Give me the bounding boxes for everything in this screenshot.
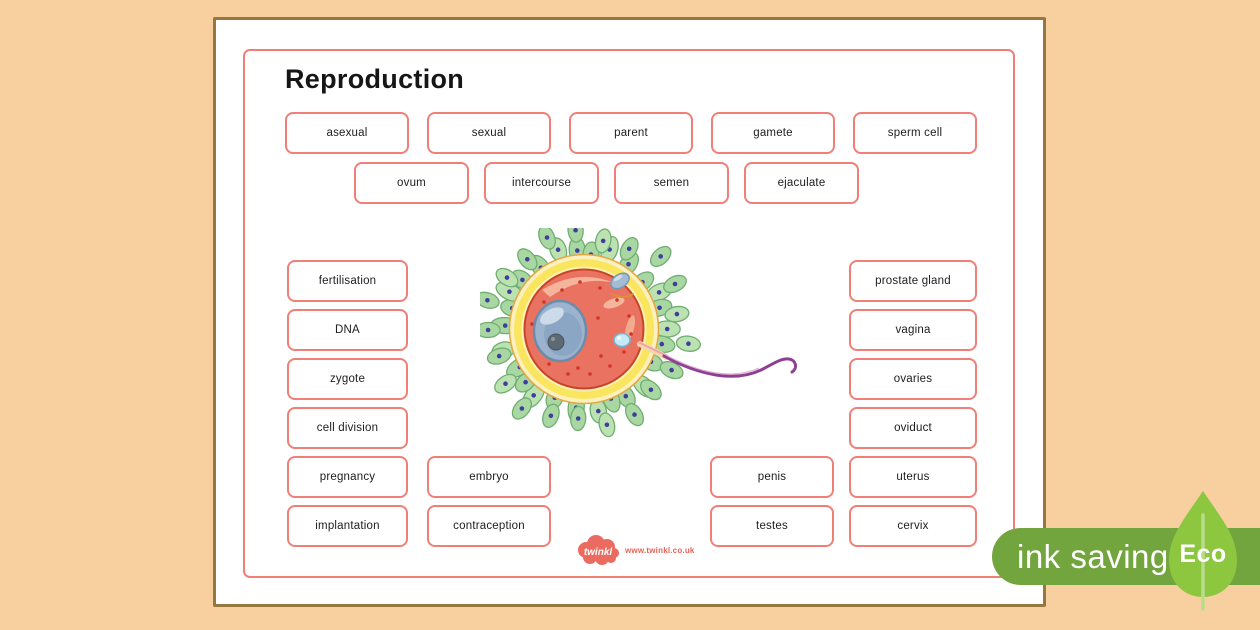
word-card-label: ovum xyxy=(397,177,426,189)
word-card-label: sperm cell xyxy=(887,127,943,139)
red-border-frame xyxy=(243,49,1015,578)
word-card: cell division xyxy=(287,407,408,449)
word-card-label: semen xyxy=(653,177,690,189)
word-card-label: testes xyxy=(756,520,788,532)
word-card-label: sexual xyxy=(471,127,507,139)
word-card: DNA xyxy=(287,309,408,351)
word-card-label: zygote xyxy=(329,373,366,385)
word-card-label: gamete xyxy=(753,127,793,139)
word-card: contraception xyxy=(427,505,551,547)
footer-branding: twinkl www.twinkl.co.uk xyxy=(576,533,695,567)
word-card: intercourse xyxy=(484,162,599,204)
word-card: prostate gland xyxy=(849,260,977,302)
word-card: semen xyxy=(614,162,729,204)
word-card: testes xyxy=(710,505,834,547)
word-card: ovum xyxy=(354,162,469,204)
word-card: penis xyxy=(710,456,834,498)
word-card-label: DNA xyxy=(335,324,360,336)
word-card-label: cervix xyxy=(897,520,929,532)
eco-label: Eco xyxy=(1179,540,1227,568)
word-card: pregnancy xyxy=(287,456,408,498)
word-card: sperm cell xyxy=(853,112,977,154)
word-card-label: implantation xyxy=(315,520,380,532)
word-card-label: intercourse xyxy=(511,177,572,189)
word-card: gamete xyxy=(711,112,835,154)
word-card: fertilisation xyxy=(287,260,408,302)
word-card: oviduct xyxy=(849,407,977,449)
word-card: uterus xyxy=(849,456,977,498)
eco-leaf-icon: Eco xyxy=(1164,489,1242,613)
website-link[interactable]: www.twinkl.co.uk xyxy=(625,545,695,555)
word-card: vagina xyxy=(849,309,977,351)
word-row-second: ovum intercourse semen ejaculate xyxy=(354,162,859,204)
word-card-label: parent xyxy=(614,127,648,139)
worksheet-page: Reproduction asexual sexual parent gamete sp… xyxy=(213,17,1046,607)
word-card-label: vagina xyxy=(895,324,931,336)
egg-cell-illustration xyxy=(475,217,820,443)
word-card: zygote xyxy=(287,358,408,400)
twinkl-logo-text: twinkl xyxy=(584,547,613,558)
word-card: embryo xyxy=(427,456,551,498)
word-card-label: fertilisation xyxy=(318,275,377,287)
word-card-label: contraception xyxy=(453,520,525,532)
word-card-label: ovaries xyxy=(893,373,933,385)
page-title: Reproduction xyxy=(285,64,465,94)
word-card: cervix xyxy=(849,505,977,547)
word-column-bottom-right: penis testes xyxy=(710,456,834,547)
word-card: parent xyxy=(569,112,693,154)
word-card-label: embryo xyxy=(469,471,509,483)
word-card-label: penis xyxy=(757,471,787,483)
word-card: implantation xyxy=(287,505,408,547)
word-card: ejaculate xyxy=(744,162,859,204)
word-card-label: asexual xyxy=(326,127,368,139)
word-card-label: prostate gland xyxy=(875,275,951,287)
ink-saving-label: ink saving xyxy=(1017,537,1169,575)
word-card: sexual xyxy=(427,112,551,154)
word-card: asexual xyxy=(285,112,409,154)
word-card-label: pregnancy xyxy=(319,471,376,483)
word-card-label: cell division xyxy=(316,422,379,434)
word-card-label: uterus xyxy=(896,471,930,483)
word-column-bottom-left: embryo contraception xyxy=(427,456,551,547)
word-card-label: oviduct xyxy=(894,422,932,434)
word-card-label: ejaculate xyxy=(777,177,826,189)
twinkl-logo-icon: twinkl xyxy=(578,535,619,565)
word-row-top: asexual sexual parent gamete sperm cell xyxy=(285,112,977,154)
word-card: ovaries xyxy=(849,358,977,400)
word-column-right: prostate gland vagina ovaries oviduct uterus… xyxy=(849,260,977,547)
